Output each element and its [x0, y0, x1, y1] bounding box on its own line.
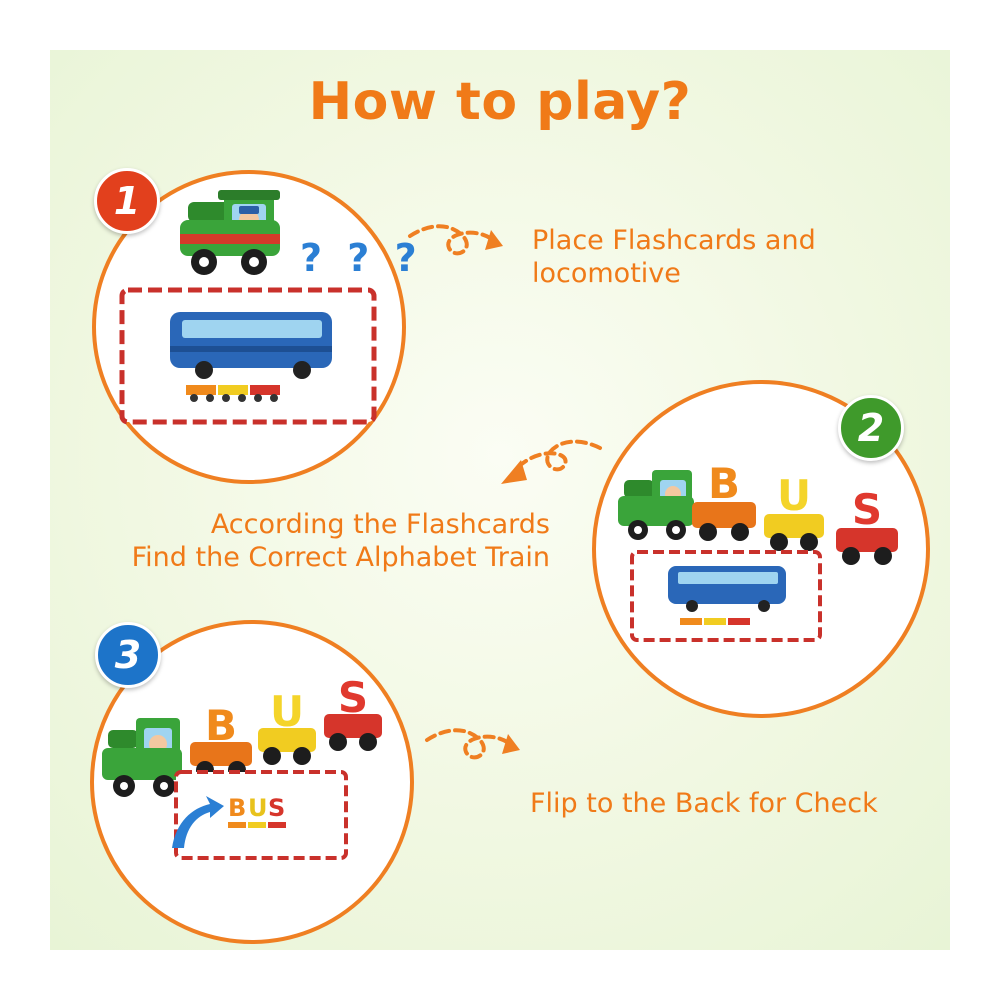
curly-arrow-right-icon — [408, 224, 503, 256]
mini-train — [186, 385, 280, 402]
step-3-illustration: B U S B U S — [102, 673, 382, 860]
step-2-text-line-1: According the Flashcards — [210, 509, 550, 540]
step-1-text-line-2: locomotive — [532, 258, 681, 289]
curly-arrow-left-icon — [501, 439, 602, 484]
step-1-illustration — [119, 190, 377, 425]
step-1-text-line-1: Place Flashcards and — [532, 225, 816, 256]
locomotive-toy — [102, 718, 182, 797]
step-2-text: According the Flashcards Find the Correc… — [80, 508, 550, 574]
letter-car-s — [836, 528, 898, 565]
flashcard — [630, 550, 822, 642]
letter-car-b — [692, 502, 756, 541]
step-3-badge: 3 — [95, 622, 161, 688]
step-2-illustration: B U S — [618, 459, 898, 642]
letter-u: U — [777, 471, 811, 520]
locomotive-toy — [618, 470, 694, 540]
check-letter-s: S — [268, 794, 285, 822]
letter-s: S — [338, 673, 368, 722]
question-mark-1: ? — [300, 236, 329, 280]
step-2-badge: 2 — [838, 395, 904, 461]
flashcard-back: B U S — [174, 770, 348, 860]
step-3-text-line-1: Flip to the Back for Check — [530, 788, 878, 819]
question-marks: ? ? ? — [300, 236, 423, 280]
letter-s: S — [852, 485, 882, 534]
question-mark-2: ? — [347, 236, 376, 280]
flashcard — [119, 287, 377, 425]
step-3-text: Flip to the Back for Check — [530, 787, 878, 820]
question-mark-3: ? — [394, 236, 423, 280]
step-1-badge: 1 — [94, 168, 160, 234]
letter-u: U — [270, 687, 304, 736]
step-2-text-line-2: Find the Correct Alphabet Train — [131, 542, 550, 573]
locomotive-toy — [180, 190, 280, 275]
check-letter-b: B — [228, 794, 246, 822]
letter-b: B — [708, 459, 740, 508]
step-1-text: Place Flashcards and locomotive — [532, 224, 816, 290]
letter-car-u — [764, 514, 824, 551]
bus-picture — [170, 312, 332, 379]
curly-arrow-right-icon — [425, 728, 520, 760]
check-letter-u: U — [248, 794, 268, 822]
letter-car-s — [324, 714, 382, 751]
page-title: How to play? — [308, 72, 692, 132]
flip-arrow-icon — [172, 796, 224, 848]
letter-b: B — [205, 701, 237, 750]
letter-car-u — [258, 728, 316, 765]
